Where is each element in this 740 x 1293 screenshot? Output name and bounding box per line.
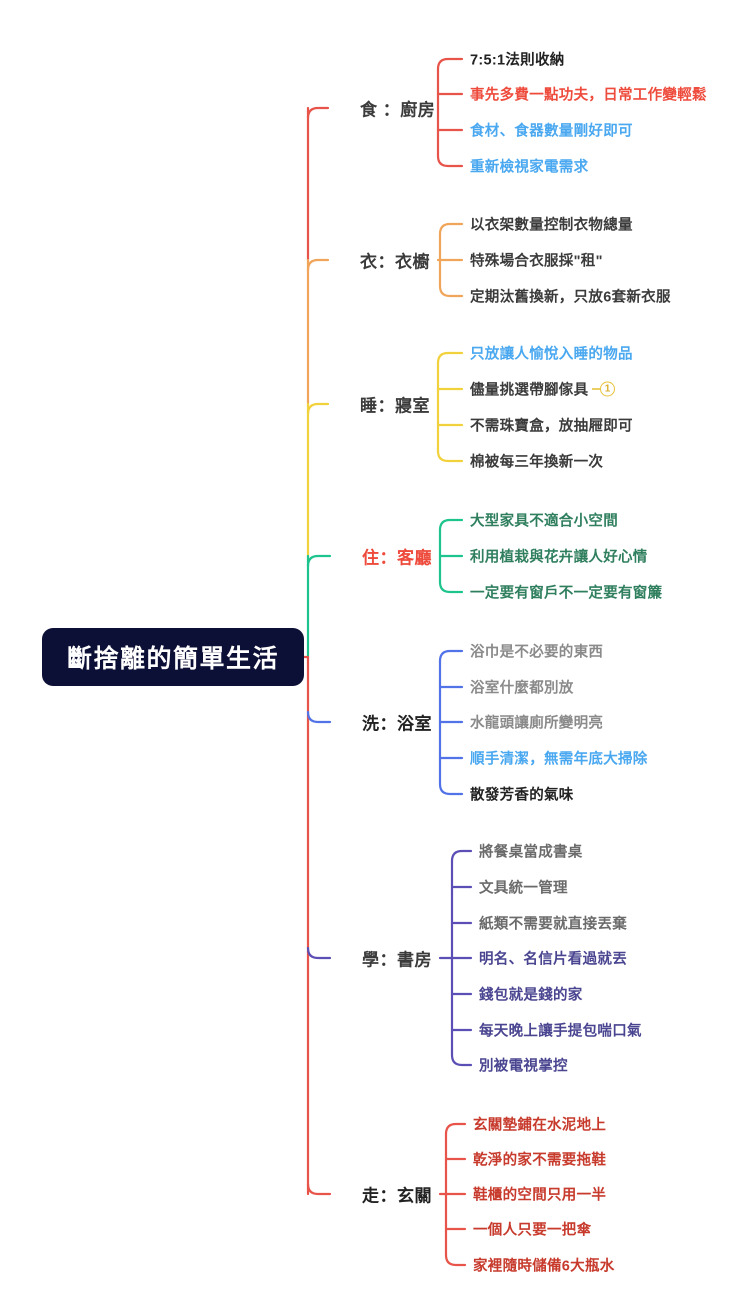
root-node-label: 斷捨離的簡單生活 [66,645,279,673]
leaf-label[interactable]: 散發芳香的氣味 [470,787,574,804]
leaf-label[interactable]: 文具統一管理 [479,880,568,897]
branch-label-5[interactable]: 洗：浴室 [362,714,432,734]
branch-label-1[interactable]: 食 ：廚房 [360,100,436,120]
leaf-label[interactable]: 食材、食器數量剛好即可 [470,123,633,140]
leaf-label[interactable]: 只放讓人愉悅入睡的物品 [470,346,633,363]
leaf-label[interactable]: 乾淨的家不需要拖鞋 [473,1152,607,1169]
leaf-label[interactable]: 家裡隨時儲備6大瓶水 [473,1258,615,1275]
leaf-label[interactable]: 明名、名信片看過就丟 [479,951,627,968]
leaf-label[interactable]: 棉被每三年換新一次 [470,454,604,471]
connector-line [306,402,330,416]
leaf-label[interactable]: 每天晚上讓手提包喘口氣 [479,1023,642,1040]
root-node[interactable]: 斷捨離的簡單生活 [42,628,304,686]
leaf-label[interactable]: 重新檢視家電需求 [470,159,589,176]
leaf-label[interactable]: 別被電視掌控 [479,1058,568,1075]
leaf-label[interactable]: 順手清潔，無需年底大掃除 [470,751,648,768]
connector-line [444,1122,467,1136]
leaf-label[interactable]: 定期汰舊換新，只放6套新衣服 [470,289,671,306]
connector-line [306,554,332,568]
connector-line [450,849,473,863]
leaf-label[interactable]: 錢包就是錢的家 [479,987,583,1004]
leaf-label[interactable]: 以衣架數量控制衣物總量 [470,217,633,234]
connector-line [306,258,330,272]
leaf-label[interactable]: 水龍頭讓廁所變明亮 [470,715,604,732]
leaf-label[interactable]: 7:5:1法則收納 [470,52,565,69]
connector-line [438,518,464,532]
leaf-label[interactable]: 一個人只要一把傘 [473,1222,592,1239]
branch-label-6[interactable]: 學：書房 [362,950,432,970]
connector-line [438,222,464,236]
connector-line [306,106,330,120]
connector-line [306,710,332,724]
connector-line [438,782,464,796]
connector-line [438,580,464,594]
leaf-label[interactable]: 儘量挑選帶腳傢具 [470,382,589,399]
connector-line [438,284,464,298]
leaf-label[interactable]: 特殊場合衣服採"租" [470,253,603,270]
connector-line [438,649,464,663]
leaf-label[interactable]: 一定要有窗戶不一定要有窗簾 [470,585,663,602]
leaf-label[interactable]: 浴室什麼都別放 [470,680,574,697]
connector-line [306,1182,332,1196]
leaf-label[interactable]: 利用植栽與花卉讓人好心情 [470,549,648,566]
branch-label-2[interactable]: 衣：衣櫥 [360,252,430,272]
leaf-label[interactable]: 玄關墊鋪在水泥地上 [473,1117,607,1134]
connector-line [436,351,464,365]
leaf-label[interactable]: 紙類不需要就直接丟棄 [479,916,627,933]
connector-line [450,1053,473,1067]
branch-label-7[interactable]: 走：玄關 [362,1186,432,1206]
branch-label-3[interactable]: 睡：寢室 [360,396,430,416]
leaf-label[interactable]: 浴巾是不必要的東西 [470,644,604,661]
connector-line [436,57,464,71]
collapsed-count-badge[interactable]: 1 [600,381,615,397]
branch-label-4[interactable]: 住：客廳 [362,548,432,568]
connector-line [306,946,332,960]
leaf-label[interactable]: 不需珠寶盒，放抽屜即可 [470,418,633,435]
leaf-label[interactable]: 將餐桌當成書桌 [479,844,583,861]
connector-line [444,1253,467,1267]
connector-line [436,154,464,168]
leaf-label[interactable]: 鞋櫃的空間只用一半 [473,1187,607,1204]
leaf-label[interactable]: 大型家具不適合小空間 [470,513,618,530]
connector-line [436,449,464,463]
leaf-label[interactable]: 事先多費一點功夫，日常工作變輕鬆 [470,87,707,104]
